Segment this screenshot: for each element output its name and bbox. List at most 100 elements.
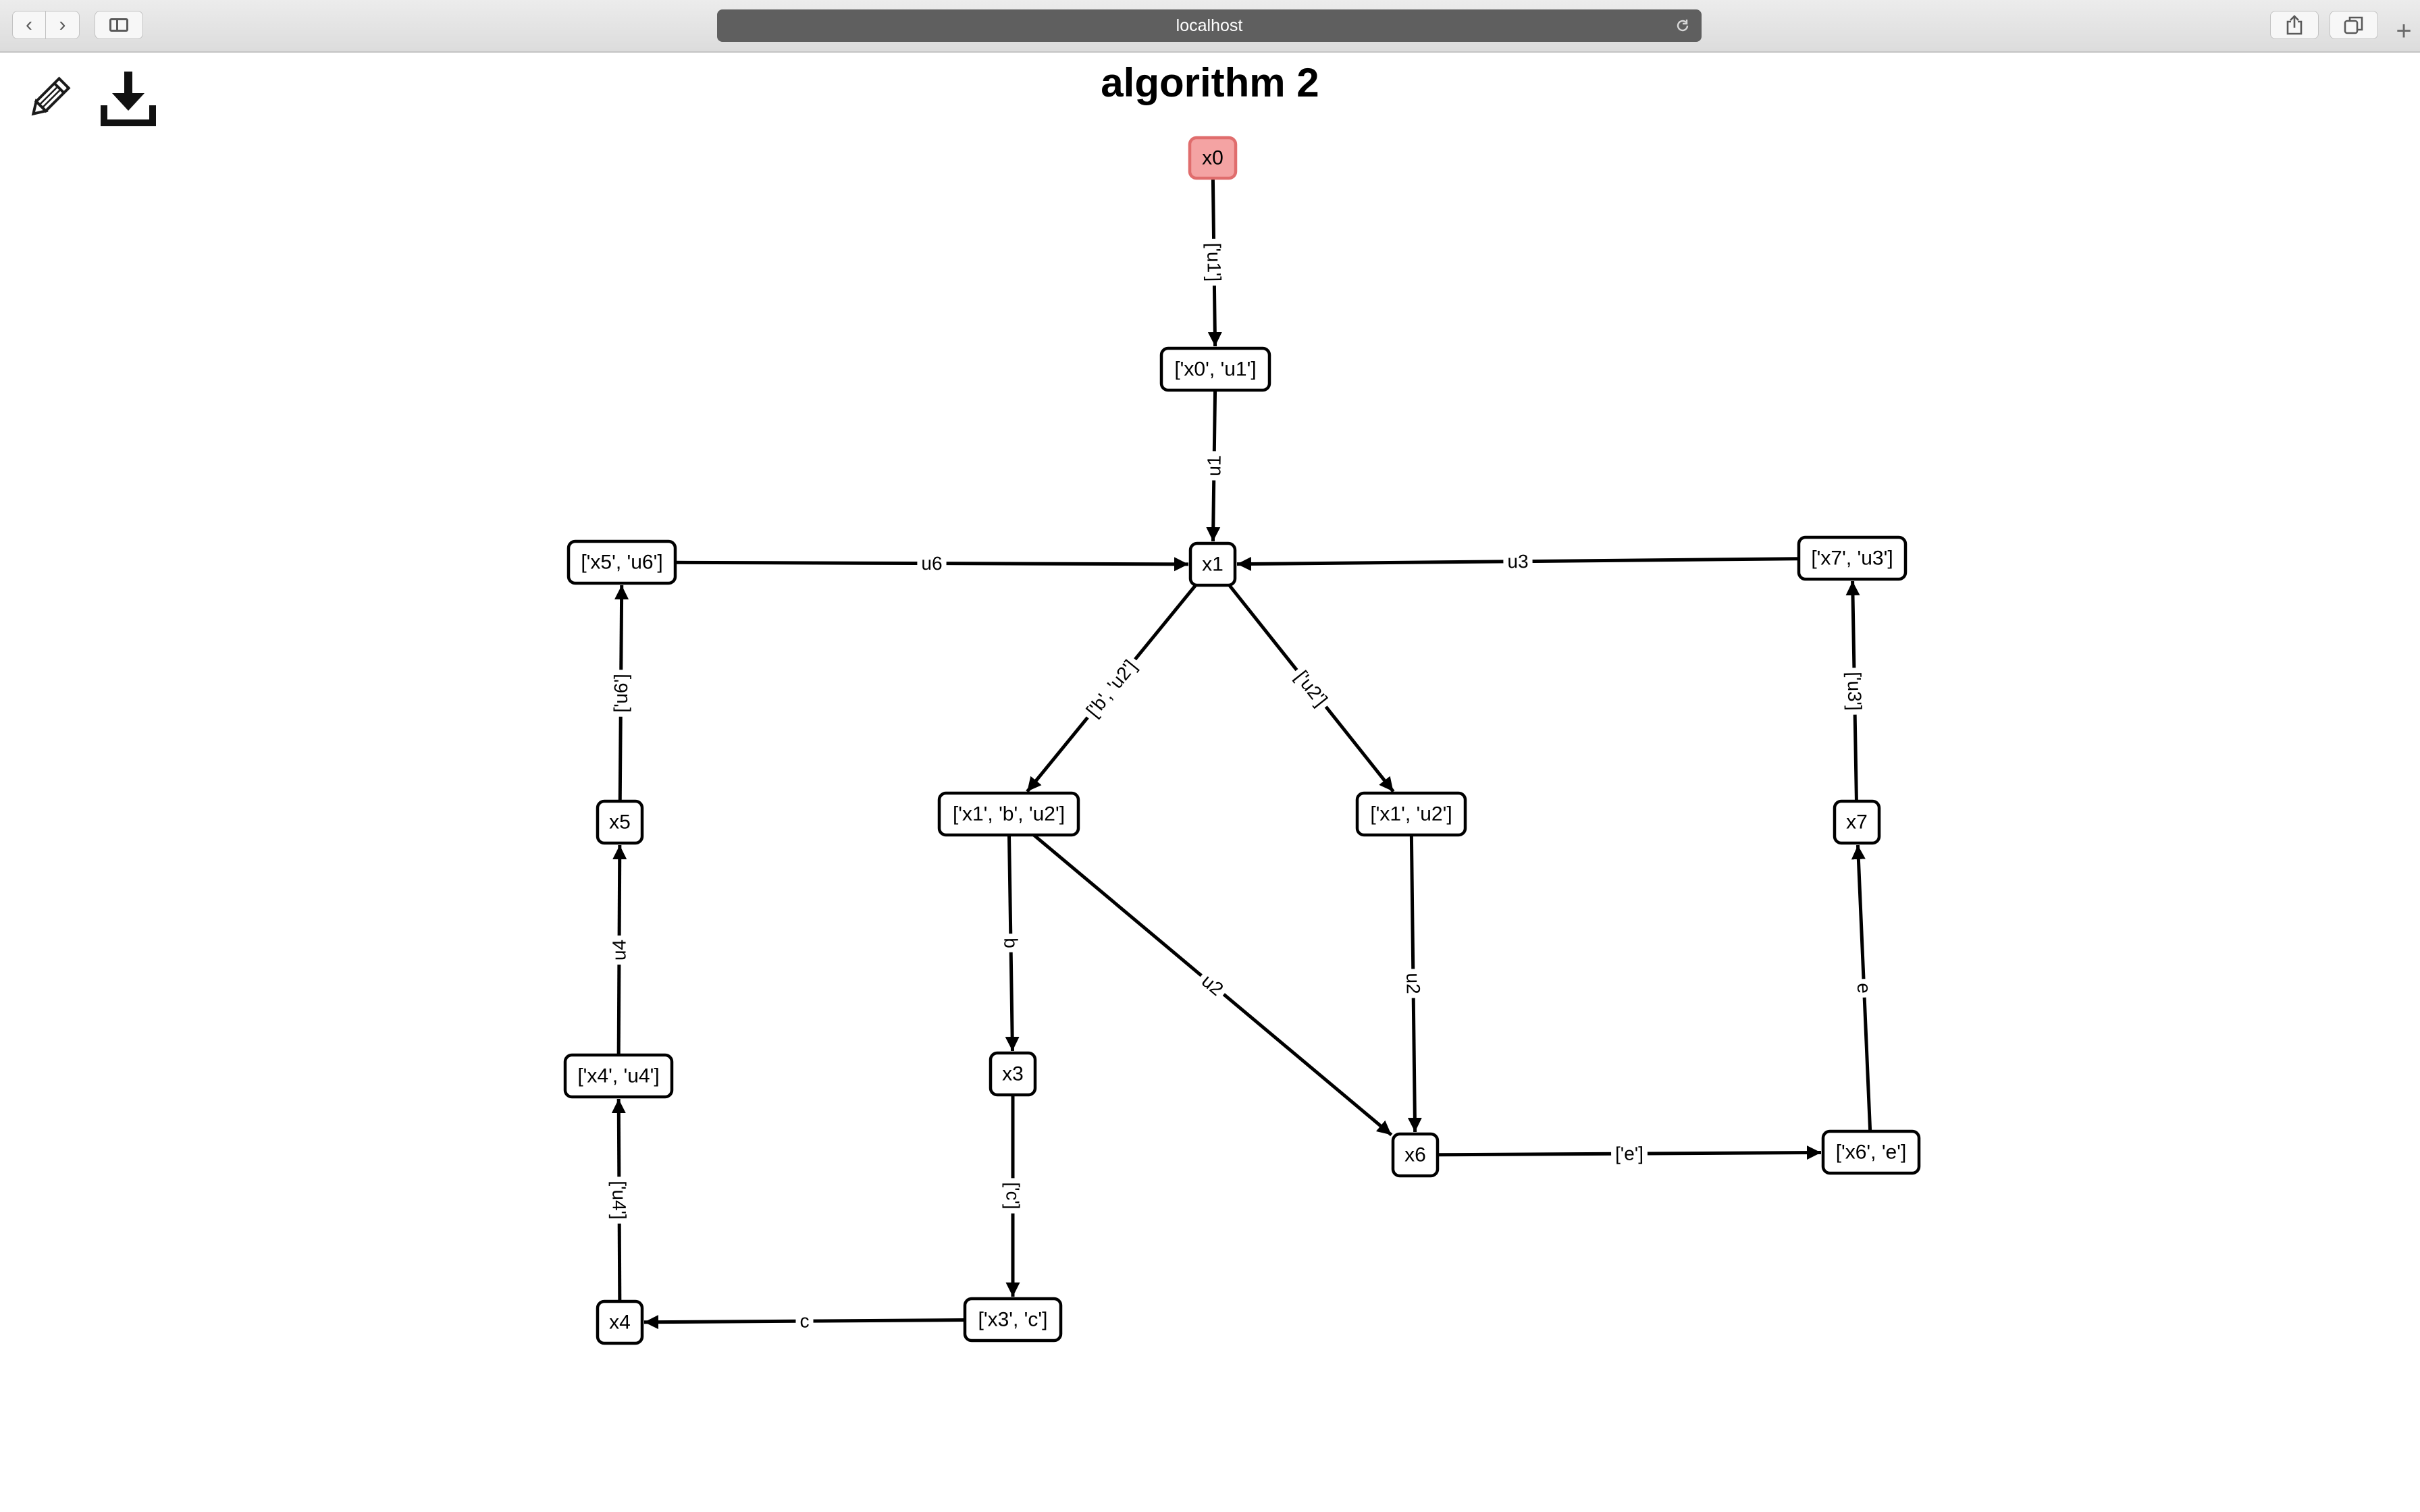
edge-label-text: ['e'] [1615, 1143, 1643, 1164]
node-x0u1[interactable]: ['x0', 'u1'] [1159, 346, 1271, 392]
node-label: ['x0', 'u1'] [1174, 358, 1256, 381]
chevron-left-icon: ‹ [26, 14, 32, 36]
edge-x1bu2-x3: b [999, 834, 1023, 1052]
node-label: ['x4', 'u4'] [577, 1065, 659, 1087]
download-icon[interactable] [100, 70, 157, 127]
edge-x4-x4u4: ['u4'] [607, 1098, 631, 1302]
node-x6e[interactable]: ['x6', 'e'] [1821, 1129, 1921, 1175]
node-x3c[interactable]: ['x3', 'c'] [963, 1297, 1063, 1343]
edge-label-background [1401, 969, 1425, 998]
edge-x7u3-x1: u3 [1236, 549, 1799, 574]
sidebar-toggle-button[interactable] [95, 11, 143, 39]
node-box [1188, 136, 1238, 180]
node-x0[interactable]: x0 [1188, 136, 1238, 180]
edge-label-u6: u6 [917, 551, 947, 576]
node-x5u6[interactable]: ['x5', 'u6'] [567, 539, 677, 585]
edge-label-u1: ['u1'] [1202, 238, 1226, 286]
node-x4[interactable]: x4 [596, 1299, 644, 1345]
edge-label-e: ['e'] [1610, 1141, 1648, 1166]
edge-x1-x1u2: ['u2'] [1228, 584, 1395, 793]
edge-x5u6-x1: u6 [675, 551, 1189, 576]
node-x4u4[interactable]: ['x4', 'u4'] [563, 1053, 674, 1099]
edge-label-background [1194, 966, 1232, 1004]
edge-label-text: u3 [1507, 551, 1528, 572]
node-box [989, 1051, 1037, 1097]
edge-x3-x3c: ['c'] [1001, 1095, 1025, 1297]
new-tab-button[interactable]: + [2390, 18, 2417, 45]
edge-x5-x5u6: ['u6'] [608, 585, 633, 802]
page-title: algorithm 2 [1101, 60, 1319, 105]
node-box [596, 1299, 644, 1345]
node-label: ['x5', 'u6'] [581, 551, 662, 574]
share-button[interactable] [2270, 11, 2319, 39]
node-x1[interactable]: x1 [1188, 541, 1237, 587]
node-x6[interactable]: x6 [1391, 1132, 1440, 1178]
edge-label-e: e [1851, 978, 1876, 998]
edge-label-background [1202, 238, 1226, 286]
edge-label-u4: u4 [607, 935, 631, 965]
back-button[interactable]: ‹ [12, 11, 46, 39]
node-box [1391, 1132, 1440, 1178]
edge-label-background [607, 1177, 631, 1224]
edge-label-text: u4 [608, 940, 629, 961]
share-icon [2286, 15, 2303, 35]
node-x7[interactable]: x7 [1833, 799, 1881, 845]
edge-label-c: ['c'] [1001, 1178, 1025, 1214]
edge-label-background [999, 933, 1023, 953]
edge-label-text: u1 [1203, 455, 1224, 477]
node-box [596, 799, 644, 845]
node-label: ['x7', 'u3'] [1811, 547, 1893, 570]
address-bar[interactable]: localhost [717, 9, 1702, 42]
forward-button[interactable]: › [46, 11, 80, 39]
node-box [1355, 791, 1467, 837]
edge-x6e-x7: e [1851, 844, 1876, 1132]
node-x3[interactable]: x3 [989, 1051, 1037, 1097]
edge-label-text: u2 [1402, 973, 1423, 994]
edge-label-background [607, 935, 631, 965]
node-box [567, 539, 677, 585]
edge-label-background [1287, 662, 1336, 714]
node-x1bu2[interactable]: ['x1', 'b', 'u2'] [937, 791, 1080, 837]
node-box [1188, 541, 1237, 587]
reload-icon[interactable] [1675, 18, 1691, 34]
node-box [1797, 535, 1908, 581]
edge-label-text: ['u4'] [608, 1181, 629, 1220]
edit-pencil-icon[interactable] [24, 74, 73, 123]
edge-x6-x6e: ['e'] [1437, 1141, 1822, 1166]
node-label: x5 [609, 811, 631, 834]
node-label: x1 [1202, 554, 1224, 576]
edge-label-text: c [799, 1311, 809, 1332]
browser-toolbar: ‹ › localhost + [0, 0, 2420, 53]
sidebar-icon [109, 18, 128, 32]
edge-label-text: e [1853, 983, 1875, 994]
edge-label-u6: ['u6'] [608, 670, 633, 717]
node-label: x3 [1002, 1063, 1024, 1085]
show-tabs-button[interactable] [2330, 11, 2378, 39]
edge-label-text: ['b', 'u2'] [1082, 656, 1141, 721]
url-text: localhost [1176, 16, 1243, 35]
edge-label-text: ['u6'] [610, 674, 631, 713]
node-label: ['x1', 'u2'] [1370, 803, 1452, 826]
edge-label-text: ['u3'] [1844, 672, 1866, 711]
edge-label-u4: ['u4'] [607, 1177, 631, 1224]
edge-x1bu2-x6: u2 [1032, 834, 1393, 1137]
edge-x0-x0u1: ['u1'] [1202, 178, 1226, 347]
node-label: x0 [1202, 147, 1224, 169]
chevron-right-icon: › [59, 14, 66, 36]
edge-label-background [1001, 1178, 1025, 1214]
node-box [1159, 346, 1271, 392]
node-x5[interactable]: x5 [596, 799, 644, 845]
node-label: ['x3', 'c'] [978, 1309, 1048, 1331]
node-x7u3[interactable]: ['x7', 'u3'] [1797, 535, 1908, 581]
edge-label-background [1503, 549, 1533, 574]
node-label: x7 [1846, 811, 1868, 834]
edge-x4u4-x5: u4 [607, 844, 631, 1056]
node-box [1833, 799, 1881, 845]
edge-label-u3: u3 [1503, 549, 1533, 574]
node-box [1821, 1129, 1921, 1175]
edge-label-u2: u2 [1401, 969, 1425, 998]
node-x1u2[interactable]: ['x1', 'u2'] [1355, 791, 1467, 837]
node-label: x4 [609, 1312, 631, 1334]
edge-label-u2: ['u2'] [1287, 662, 1336, 714]
